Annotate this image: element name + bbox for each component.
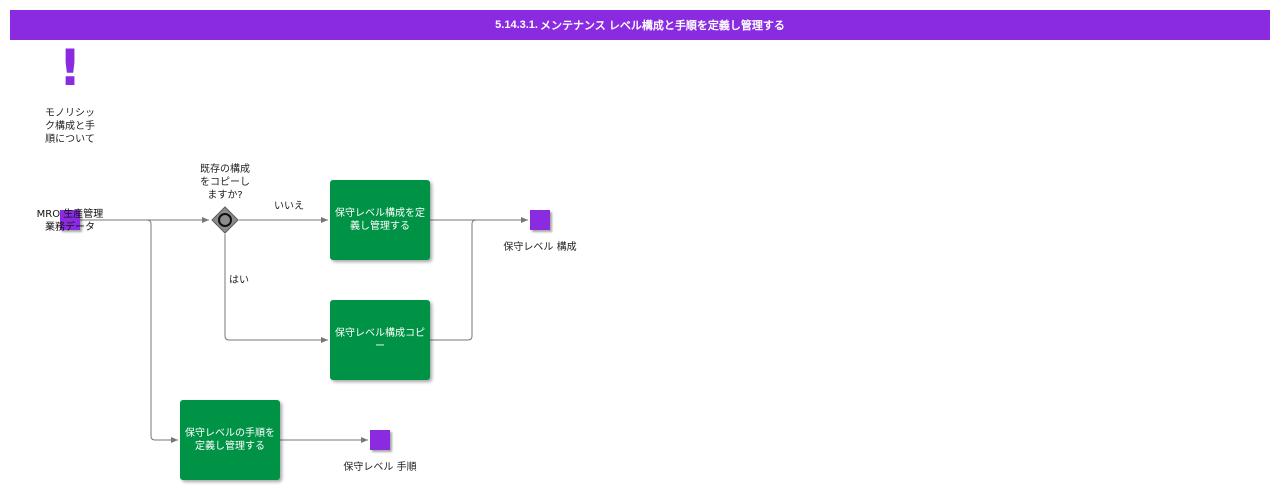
start-label: MRO 生産管理 業務データ xyxy=(36,209,104,233)
task-define-config[interactable]: 保守レベル構成を定義し管理する xyxy=(330,180,430,260)
task-define-procedure-label: 保守レベルの手順を定義し管理する xyxy=(185,428,275,452)
branch-yes-label: はい xyxy=(229,275,249,286)
output-procedure[interactable] xyxy=(370,430,390,450)
page-title-bar: 5.14.3.1. メンテナンス レベル構成と手順を定義し管理する xyxy=(10,10,1270,40)
task-copy-config-label: 保守レベル構成コピー xyxy=(335,328,425,352)
gateway-question: 既存の構成 をコピーし ますか? xyxy=(200,164,250,201)
page-title: メンテナンス レベル構成と手順を定義し管理する xyxy=(539,20,785,32)
task-copy-config[interactable]: 保守レベル構成コピー xyxy=(330,300,430,380)
note-label: モノリシッ ク構成と手 順について xyxy=(45,108,95,145)
exclamation-icon: ! xyxy=(58,39,82,97)
start-event[interactable] xyxy=(60,210,80,230)
flow-gateway-yes xyxy=(224,234,328,343)
branch-no-label: いいえ xyxy=(274,201,304,212)
gateway-diamond[interactable] xyxy=(211,206,239,234)
flow-copy-merge xyxy=(430,219,477,341)
output-config[interactable] xyxy=(530,210,550,230)
task-define-config-label: 保守レベル構成を定義し管理する xyxy=(335,208,425,232)
output-procedure-label: 保守レベル 手順 xyxy=(343,462,417,473)
task-define-procedure[interactable]: 保守レベルの手順を定義し管理する xyxy=(180,400,280,480)
title-number: 5.14.3.1. xyxy=(495,19,538,31)
output-config-label: 保守レベル 構成 xyxy=(503,242,577,253)
flow-start-procedure xyxy=(146,219,178,443)
